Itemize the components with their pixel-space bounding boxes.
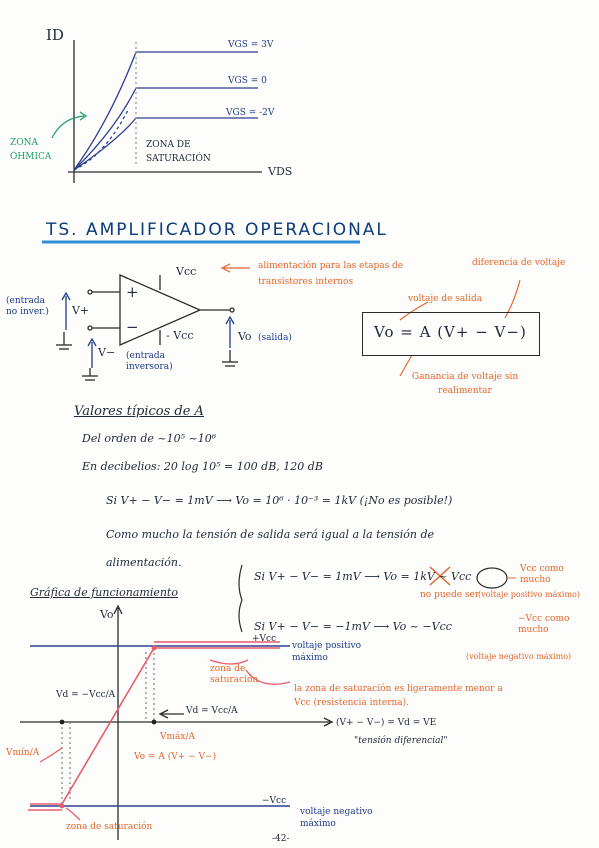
- graph-x-note: "tensión diferencial": [354, 736, 448, 746]
- curve-label-0: VGS = 0: [228, 76, 267, 86]
- case2-right: −Vcc como mucho: [518, 614, 570, 635]
- zona-sat-bottom-label: zona de saturación: [66, 822, 153, 832]
- typical-line2: En decibelios: 20 log 10⁵ = 100 dB, 120 …: [82, 460, 323, 473]
- curve-label-3v: VGS = 3V: [228, 40, 274, 50]
- curve-vgs-3v: [73, 51, 258, 171]
- opamp-note-arrows: [220, 263, 521, 377]
- diferencia-note: diferencia de voltaje: [472, 258, 566, 268]
- ganancia-note: Ganancia de voltaje sin realimentar: [411, 372, 519, 396]
- typical-heading: Valores típicos de A: [74, 404, 204, 419]
- pos-max-note: voltaje positivo máximo: [292, 641, 362, 663]
- voltaje-salida-note: voltaje de salida: [408, 294, 483, 304]
- zona-ohmica-label: ZONA ÓHMICA: [10, 138, 52, 162]
- top-graph: [51, 40, 262, 183]
- case1-right2: (voltaje positivo máximo): [478, 590, 580, 599]
- curve-label-neg2: VGS = -2V: [226, 108, 275, 118]
- line-equation-label: Vo = A (V+ − V−): [134, 752, 217, 762]
- formula-box: [362, 312, 540, 356]
- typical-line4: Como mucho la tensión de salida será igu…: [106, 528, 435, 541]
- salida-label: (salida): [258, 333, 292, 343]
- case1-right: Vcc como mucho: [520, 564, 564, 585]
- opamp-minus: −: [126, 318, 139, 336]
- green-arrow-head: [79, 111, 88, 121]
- alimentacion-note: alimentación para las etapas de transist…: [258, 261, 404, 287]
- saturacion-note: la zona de saturación es ligeramente men…: [294, 684, 503, 708]
- vd-left-label: Vd = −Vcc/A: [56, 690, 116, 700]
- page-number: -42-: [272, 834, 290, 844]
- top-x-label: VDS: [268, 165, 293, 178]
- typical-line3: Si V+ − V− = 1mV ⟶ Vo = 10⁶ · 10⁻³ = 1kV…: [106, 494, 453, 507]
- curve-vgs-0: [73, 87, 258, 171]
- case2-right2: (voltaje negativo máximo): [466, 652, 572, 661]
- opamp-plus: +: [126, 283, 139, 301]
- graph-y-label: Vo: [100, 608, 114, 621]
- case-bracket: [238, 564, 243, 633]
- vmin-label: Vmín/A: [6, 748, 40, 758]
- typical-line1: Del orden de ~10⁵ ~10⁶: [82, 432, 217, 445]
- case1-text: Si V+ − V− = 1mV ⟶ Vo = 1kV ~ Vcc: [254, 570, 472, 583]
- top-y-label: ID: [46, 26, 64, 44]
- cross-b: [429, 566, 451, 586]
- zona-sat-top-label: zona de saturación: [210, 664, 259, 685]
- entrada-inv-label: (entrada inversora): [126, 351, 173, 372]
- opamp-vcc-top: Vcc: [176, 265, 197, 278]
- green-arrow: [51, 115, 85, 139]
- v-minus-label: V−: [98, 346, 116, 359]
- section-title: TS. AMPLIFICADOR OPERACIONAL: [46, 220, 388, 240]
- transfer-curve: [30, 647, 280, 805]
- vo-label: Vo: [238, 330, 252, 343]
- entrada-no-inv-label: (entrada no inver.): [6, 296, 49, 317]
- graph-title: Gráfica de funcionamiento: [30, 586, 178, 599]
- graph-vcc-label: +Vcc: [252, 634, 277, 644]
- case1-note: no puede ser: [420, 590, 480, 600]
- v-plus-label: V+: [72, 304, 90, 317]
- opamp-symbol: [56, 274, 238, 381]
- main-formula: Vo = A (V+ − V−): [374, 323, 527, 341]
- vcc-circle: [476, 567, 508, 589]
- curve-dashed: [73, 109, 129, 171]
- graph-neg-vcc-label: −Vcc: [262, 796, 287, 806]
- neg-max-note: voltaje negativo máximo: [300, 807, 373, 829]
- case2-text: Si V+ − V− = −1mV ⟶ Vo ~ −Vcc: [254, 620, 452, 633]
- graph-x-label: (V+ − V−) = Vd = VE: [336, 718, 437, 728]
- vmax-label: Vmáx/A: [160, 732, 196, 742]
- vd-right-label: Vd = Vcc/A: [186, 706, 238, 716]
- transfer-graph: [20, 604, 334, 840]
- typical-line5: alimentación.: [106, 556, 182, 569]
- curve-vgs-neg2: [73, 117, 258, 171]
- opamp-vcc-bottom: - Vcc: [166, 329, 194, 342]
- zona-saturacion-label: ZONA DE SATURACIÓN: [146, 140, 211, 164]
